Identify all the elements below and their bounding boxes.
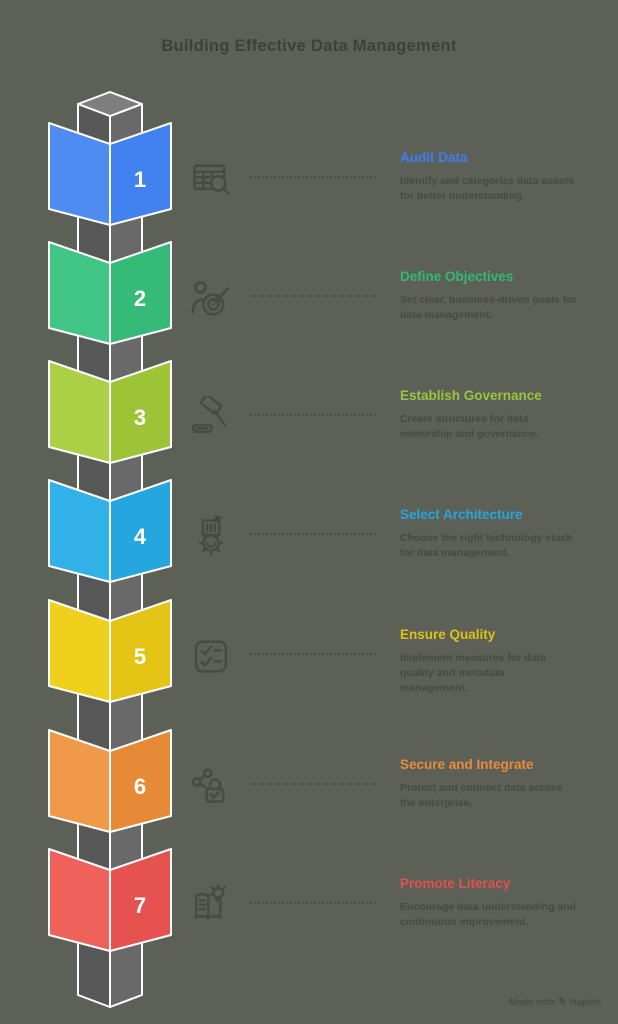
cube-3: 3	[48, 360, 172, 464]
watermark-brand: Napkin	[569, 997, 601, 1008]
cube-right-face	[109, 729, 172, 833]
cube-right-face	[109, 360, 172, 464]
cube-number: 5	[134, 644, 146, 669]
watermark-prefix: Made with	[509, 997, 555, 1008]
cube-number: 3	[134, 405, 146, 430]
dotted-connector	[250, 783, 376, 785]
cube-2: 2	[48, 241, 172, 345]
step-title: Select Architecture	[400, 507, 523, 522]
step-title: Promote Literacy	[400, 876, 511, 891]
napkin-pen-icon: ✎	[557, 997, 567, 1008]
step-row-2: Define Objectives Set clear, business-dr…	[0, 242, 618, 361]
cube-1: 1	[48, 122, 172, 226]
book-bulb-icon	[189, 883, 233, 928]
step-row-5: Ensure Quality Implement measures for da…	[0, 600, 618, 719]
cube-number: 6	[134, 774, 146, 799]
step-title: Audit Data	[400, 150, 468, 165]
step-title: Ensure Quality	[400, 627, 496, 642]
step-title: Establish Governance	[400, 388, 542, 403]
dotted-connector	[250, 902, 376, 904]
dotted-connector	[250, 176, 376, 178]
step-description: Implement measures for data quality and …	[400, 652, 546, 694]
cube-right-face	[109, 599, 172, 703]
cube-5: 5	[48, 599, 172, 703]
target-arrow-icon	[189, 277, 233, 321]
step-row-1: Audit Data Identify and categorize data …	[0, 123, 618, 242]
dotted-connector	[250, 653, 376, 655]
column-top-cap	[77, 91, 143, 117]
cube-number: 4	[134, 524, 147, 549]
step-row-4: Select Architecture Choose the right tec…	[0, 480, 618, 599]
step-description: Create structures for data ownership and…	[400, 413, 539, 440]
step-description: Encourage data understanding and continu…	[400, 901, 577, 928]
step-row-7: Promote Literacy Encourage data understa…	[0, 849, 618, 968]
gear-building-icon	[189, 515, 233, 559]
cube-right-face	[109, 848, 172, 952]
made-with-napkin-watermark: Made with ✎ Napkin	[509, 997, 601, 1008]
cube-number: 2	[134, 286, 146, 311]
cube-number: 1	[134, 167, 146, 192]
cube-right-face	[109, 241, 172, 345]
cube-right-face	[109, 479, 172, 583]
dotted-connector	[250, 295, 376, 297]
step-description: Choose the right technology stack for da…	[400, 532, 573, 559]
cube-right-face	[109, 122, 172, 226]
step-description: Protect and connect data across the ente…	[400, 782, 563, 809]
page-title: Building Effective Data Management	[161, 37, 457, 55]
dotted-connector	[250, 414, 376, 416]
cube-4: 4	[48, 479, 172, 583]
step-row-3: Establish Governance Create structures f…	[0, 361, 618, 480]
step-title: Define Objectives	[400, 269, 514, 284]
gavel-icon	[189, 394, 233, 440]
cube-7: 7	[48, 848, 172, 952]
dotted-connector	[250, 533, 376, 535]
cube-tower: 1 2 3 4 5 6 7	[48, 91, 172, 1008]
cube-6: 6	[48, 729, 172, 833]
table-search-icon	[189, 158, 233, 202]
step-description: Identify and categorize data assets for …	[400, 175, 574, 202]
share-lock-icon	[189, 765, 233, 809]
step-description: Set clear, business-driven goals for dat…	[400, 294, 577, 321]
checklist-icon	[189, 635, 233, 679]
step-row-6: Secure and Integrate Protect and connect…	[0, 730, 618, 849]
cube-number: 7	[134, 893, 146, 918]
step-title: Secure and Integrate	[400, 757, 534, 772]
